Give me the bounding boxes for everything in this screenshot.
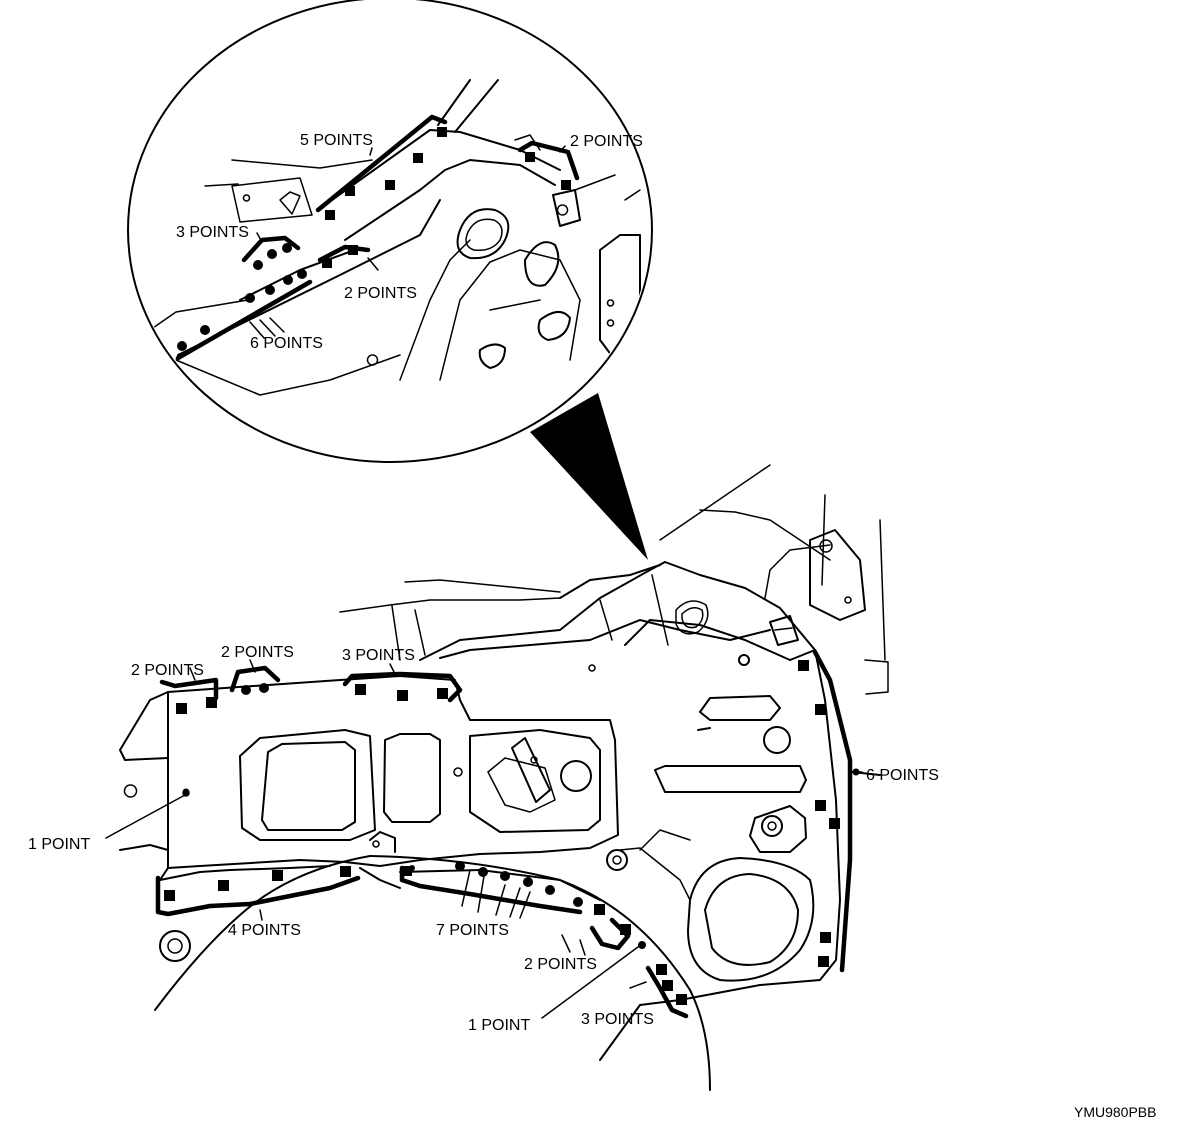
- main-labels: 2 POINTS 2 POINTS 3 POINTS 6 POINTS 1 PO…: [28, 644, 939, 1034]
- inset-labels: 5 POINTS 2 POINTS 3 POINTS 2 POINTS 6 PO…: [176, 132, 643, 352]
- label-3-points-top: 3 POINTS: [342, 647, 415, 664]
- label-inset-2-points-mid: 2 POINTS: [344, 285, 417, 302]
- label-2-points-bottom: 2 POINTS: [524, 956, 597, 973]
- label-2-points-b: 2 POINTS: [221, 644, 294, 661]
- label-1-point-left: 1 POINT: [28, 836, 90, 853]
- label-3-points-bottom: 3 POINTS: [581, 1011, 654, 1028]
- label-inset-6-points: 6 POINTS: [250, 335, 323, 352]
- label-inset-2-points-top: 2 POINTS: [570, 133, 643, 150]
- label-1-point-bottom: 1 POINT: [468, 1017, 530, 1034]
- label-6-points-right: 6 POINTS: [866, 767, 939, 784]
- label-4-points: 4 POINTS: [228, 922, 301, 939]
- label-7-points: 7 POINTS: [436, 922, 509, 939]
- inset-drawing: [149, 79, 641, 396]
- label-inset-5-points: 5 POINTS: [300, 132, 373, 149]
- callout-pointer: [530, 393, 648, 560]
- figure-code: YMU980PBB: [1074, 1104, 1156, 1120]
- label-inset-3-points: 3 POINTS: [176, 224, 249, 241]
- main-drawing: [105, 464, 889, 1091]
- inset-circle: [127, 0, 653, 463]
- label-2-points-a: 2 POINTS: [131, 662, 204, 679]
- magnified-inset: [127, 0, 653, 463]
